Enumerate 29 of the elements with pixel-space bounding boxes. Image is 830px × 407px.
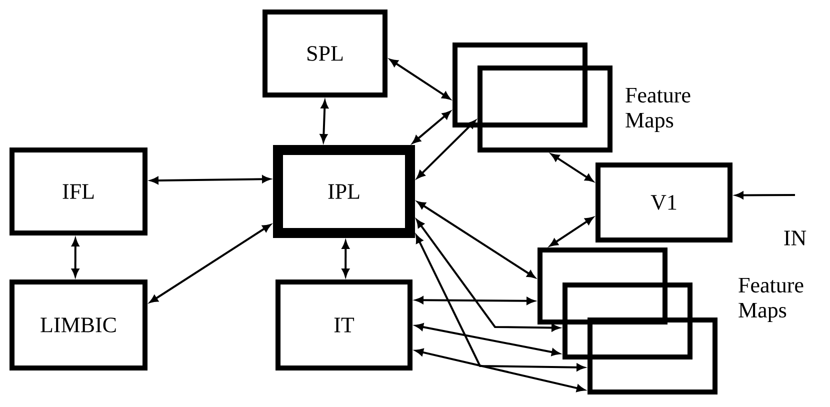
arrow [390,58,450,100]
feature-map-box [538,248,668,324]
arrow [416,219,560,332]
arrow [735,192,796,199]
region-box: V1 [596,162,732,242]
feature-map-box [452,42,588,128]
arrow [415,323,560,356]
region-box: LIMBIC [10,280,148,370]
arrow [150,175,270,184]
feature-maps-label: Feature Maps [626,88,690,132]
arrow [551,154,594,182]
arrow [320,100,328,142]
arrow [150,224,271,303]
arrow [416,120,476,179]
arrow [416,234,585,371]
feature-map-box [562,282,692,360]
arrow [412,111,451,144]
feature-maps-label: Feature Maps [738,278,804,322]
arrow [415,296,535,305]
arrow [415,348,585,392]
input-label: IN [784,230,806,246]
arrow [417,201,536,278]
arrow [550,216,594,246]
region-box: IFL [10,148,148,236]
arrow [72,238,80,277]
region-box: IT [276,280,412,370]
region-box: IPL [273,145,415,238]
arrow [342,240,350,277]
region-box: SPL [262,10,388,98]
